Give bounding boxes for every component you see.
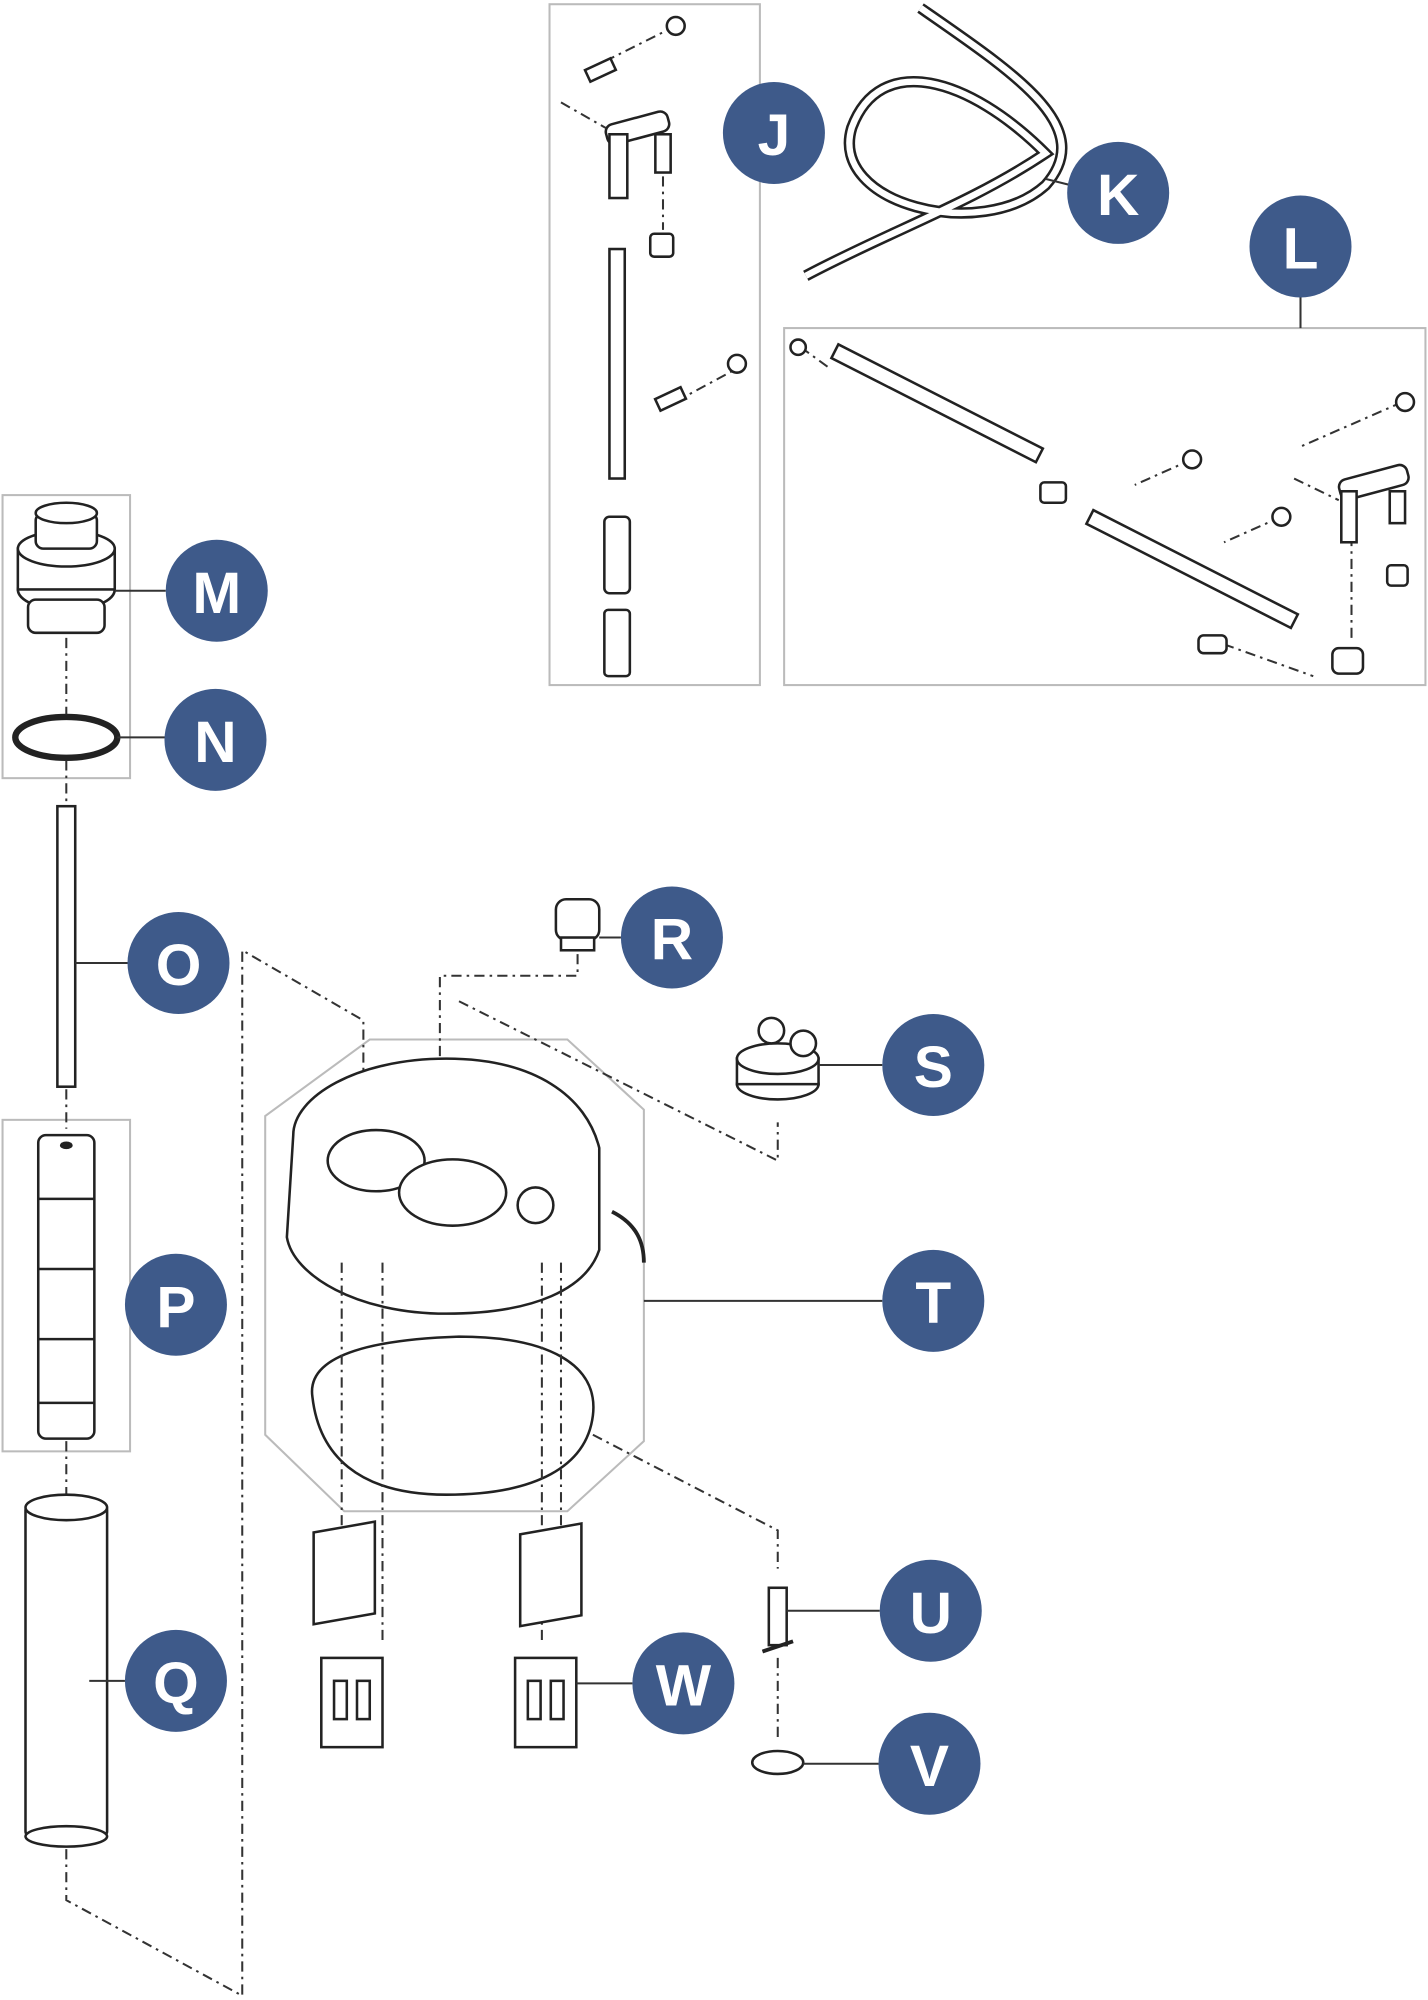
part-k-tubing xyxy=(803,3,1068,281)
callout-w: W xyxy=(632,1632,735,1735)
part-p-media xyxy=(36,1133,96,1440)
callout-letter: P xyxy=(156,1275,195,1340)
callout-j: J xyxy=(722,82,825,184)
part-r-knob xyxy=(554,898,601,952)
callout-circle xyxy=(127,912,230,1015)
callout-m: M xyxy=(165,539,268,642)
callout-u: U xyxy=(879,1559,982,1662)
callout-letter: W xyxy=(656,1653,712,1718)
callout-letter: L xyxy=(1283,217,1319,282)
callout-circle xyxy=(1067,141,1170,244)
callout-letter: Q xyxy=(153,1651,199,1716)
part-s-pump-head xyxy=(735,1016,820,1101)
callout-circle xyxy=(632,1632,735,1735)
callout-q: Q xyxy=(124,1629,227,1732)
callout-circle xyxy=(124,1629,227,1732)
group-box-l xyxy=(783,327,1427,687)
callout-k: K xyxy=(1067,141,1170,244)
callout-s: S xyxy=(882,1014,985,1117)
callout-p: P xyxy=(124,1253,227,1356)
part-q-canister xyxy=(24,1493,109,1848)
callout-circle xyxy=(882,1014,985,1117)
callout-l: L xyxy=(1249,195,1352,298)
callout-circle xyxy=(722,82,825,184)
part-t-canister-head xyxy=(285,1057,646,1496)
callout-letter: R xyxy=(651,908,693,973)
part-j-intake-assembly xyxy=(560,15,748,678)
callout-circle xyxy=(620,886,723,989)
callout-letter: O xyxy=(156,933,202,998)
leader-lines xyxy=(75,177,1302,1765)
part-m-valve xyxy=(16,501,117,635)
callout-circle xyxy=(164,688,267,791)
callout-circle xyxy=(165,539,268,642)
part-o-tube xyxy=(56,804,77,1088)
callout-letter: S xyxy=(914,1035,953,1100)
callout-v: V xyxy=(878,1712,981,1815)
callout-circle xyxy=(124,1253,227,1356)
part-v-impeller-cover xyxy=(750,1749,805,1776)
callout-letter: U xyxy=(910,1581,952,1646)
group-box-j xyxy=(548,3,761,687)
part-u-impeller xyxy=(761,1586,794,1654)
part-n-o-ring xyxy=(12,713,121,761)
callout-letter: N xyxy=(194,710,236,775)
callout-t: T xyxy=(882,1249,985,1352)
group-box-t xyxy=(264,1038,645,1513)
callout-circle xyxy=(878,1712,981,1815)
callout-circle xyxy=(879,1559,982,1662)
callout-letter: M xyxy=(192,561,241,626)
callout-letter: T xyxy=(915,1271,951,1336)
callout-r: R xyxy=(620,886,723,989)
callout-o: O xyxy=(127,912,230,1015)
callout-letter: K xyxy=(1097,163,1139,228)
part-w-clips xyxy=(312,1520,583,1749)
part-l-spray-bar xyxy=(789,338,1416,678)
callout-circle xyxy=(882,1249,985,1352)
callout-n: N xyxy=(164,688,267,791)
callout-circle xyxy=(1249,195,1352,298)
callout-letter: J xyxy=(758,103,791,168)
callout-letter: V xyxy=(910,1734,949,1799)
